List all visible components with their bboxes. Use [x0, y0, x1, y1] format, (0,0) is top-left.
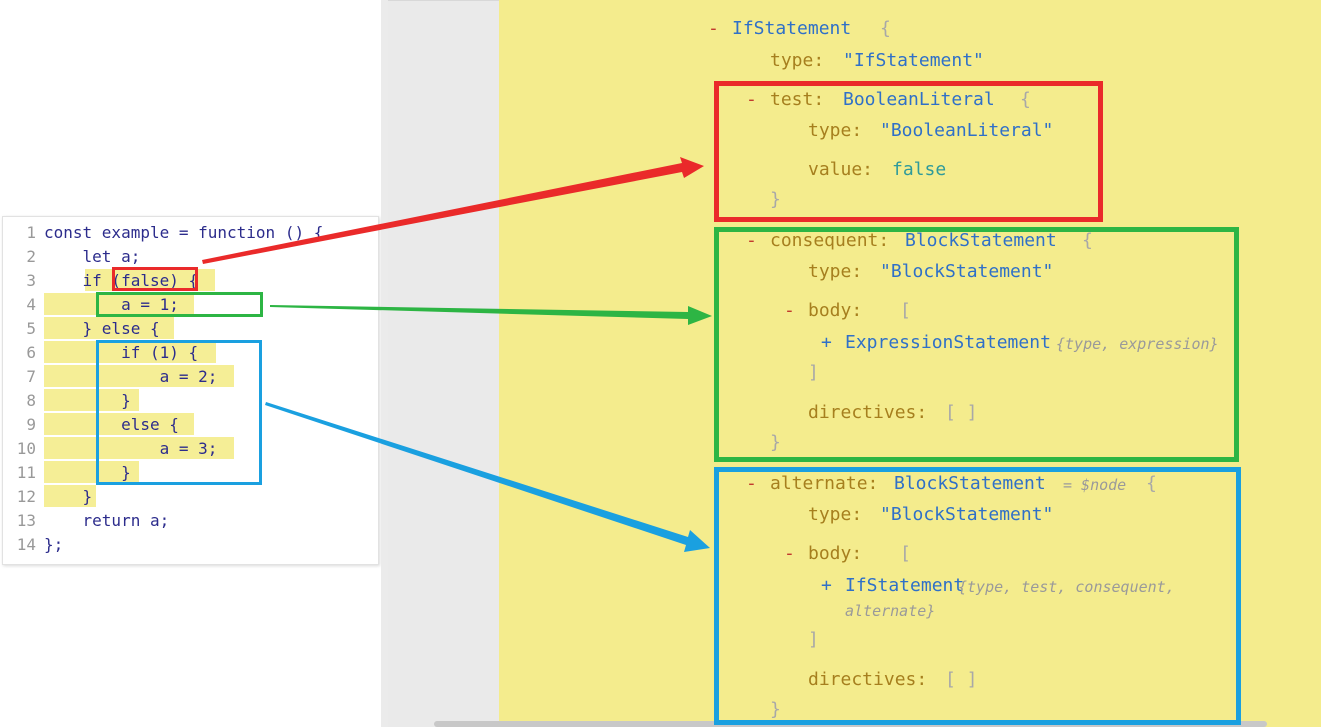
property-key-consequent: consequent:: [770, 230, 890, 251]
property-value: "BooleanLiteral": [880, 120, 1054, 141]
line-number: 6: [26, 343, 36, 362]
selection-highlight: [44, 293, 194, 315]
selection-highlight: [44, 461, 139, 483]
line-number: 4: [26, 295, 36, 314]
brace-open: {: [1146, 473, 1157, 494]
selection-highlight: [44, 365, 234, 387]
property-key: directives:: [808, 402, 928, 423]
line-number: 11: [16, 463, 36, 482]
horizontal-scrollbar[interactable]: [434, 721, 1267, 727]
node-type-name[interactable]: BlockStatement: [894, 473, 1046, 494]
line-number: 8: [26, 391, 36, 410]
ast-tree-panel: [499, 0, 1321, 727]
empty-array: [ ]: [945, 669, 978, 690]
collapse-toggle[interactable]: -: [746, 230, 757, 251]
line-number: 2: [26, 247, 36, 266]
code-text: };: [44, 535, 64, 554]
collapse-toggle[interactable]: -: [746, 473, 757, 494]
expand-toggle[interactable]: +: [821, 332, 832, 353]
code-text: if (false) {: [44, 271, 199, 290]
property-key-test: test:: [770, 89, 825, 110]
property-key-alternate: alternate:: [770, 473, 879, 494]
bracket-close: ]: [808, 629, 819, 650]
property-key: type:: [808, 120, 863, 141]
code-text: }: [44, 391, 131, 410]
line-number: 7: [26, 367, 36, 386]
expand-toggle[interactable]: +: [821, 575, 832, 596]
code-text: } else {: [44, 319, 160, 338]
selection-highlight: [44, 389, 139, 411]
code-text: const example = function () {: [44, 223, 324, 242]
bracket-open: [: [900, 543, 911, 564]
line-number: 5: [26, 319, 36, 338]
brace-close: }: [770, 432, 781, 453]
line-number: 3: [26, 271, 36, 290]
line-number: 14: [16, 535, 36, 554]
selection-highlight: [44, 413, 194, 435]
brace-close: }: [770, 189, 781, 210]
property-key-body: body:: [808, 300, 863, 321]
panel-divider[interactable]: [381, 0, 388, 727]
selection-highlight: [44, 437, 234, 459]
property-value: "BlockStatement": [880, 261, 1054, 282]
selection-highlight: [44, 485, 96, 507]
code-text: a = 3;: [44, 439, 218, 458]
line-number: 10: [16, 439, 36, 458]
property-key: directives:: [808, 669, 928, 690]
node-type-name[interactable]: BlockStatement: [905, 230, 1057, 251]
code-text: a = 2;: [44, 367, 218, 386]
brace-open: {: [1020, 89, 1031, 110]
selection-highlight: [44, 317, 174, 339]
code-text: a = 1;: [44, 295, 179, 314]
node-annotation: = $node: [1063, 476, 1127, 494]
selection-highlight: [44, 341, 216, 363]
line-number: 1: [26, 223, 36, 242]
node-type-name[interactable]: IfStatement: [845, 575, 965, 596]
collapse-toggle[interactable]: -: [708, 18, 719, 39]
line-number: 13: [16, 511, 36, 530]
selection-highlight: [85, 269, 215, 291]
code-text: if (1) {: [44, 343, 199, 362]
property-key: value:: [808, 159, 874, 180]
brace-close: }: [770, 699, 781, 720]
bracket-open: [: [900, 300, 911, 321]
collapse-toggle[interactable]: -: [784, 543, 795, 564]
node-type-name[interactable]: ExpressionStatement: [845, 332, 1051, 353]
code-text: }: [44, 487, 93, 506]
brace-open: {: [1082, 230, 1093, 251]
property-key: type:: [808, 261, 863, 282]
node-type-name[interactable]: IfStatement: [732, 18, 852, 39]
property-value: false: [892, 159, 947, 180]
property-value: "IfStatement": [843, 50, 984, 71]
node-summary: {type, expression}: [1056, 335, 1219, 353]
node-summary: alternate}: [845, 602, 936, 620]
property-key-body: body:: [808, 543, 863, 564]
code-text: else {: [44, 415, 179, 434]
line-number: 12: [16, 487, 36, 506]
property-key: type:: [770, 50, 825, 71]
property-value: "BlockStatement": [880, 504, 1054, 525]
collapse-toggle[interactable]: -: [746, 89, 757, 110]
code-text: let a;: [44, 247, 141, 266]
line-number: 9: [26, 415, 36, 434]
collapse-toggle[interactable]: -: [784, 300, 795, 321]
code-text: }: [44, 463, 131, 482]
node-summary: {type, test, consequent,: [958, 578, 1175, 596]
empty-array: [ ]: [945, 402, 978, 423]
code-text: return a;: [44, 511, 170, 530]
bracket-close: ]: [808, 362, 819, 383]
node-type-name[interactable]: BooleanLiteral: [843, 89, 995, 110]
property-key: type:: [808, 504, 863, 525]
tree-left-margin: [388, 0, 499, 727]
brace-open: {: [880, 18, 891, 39]
